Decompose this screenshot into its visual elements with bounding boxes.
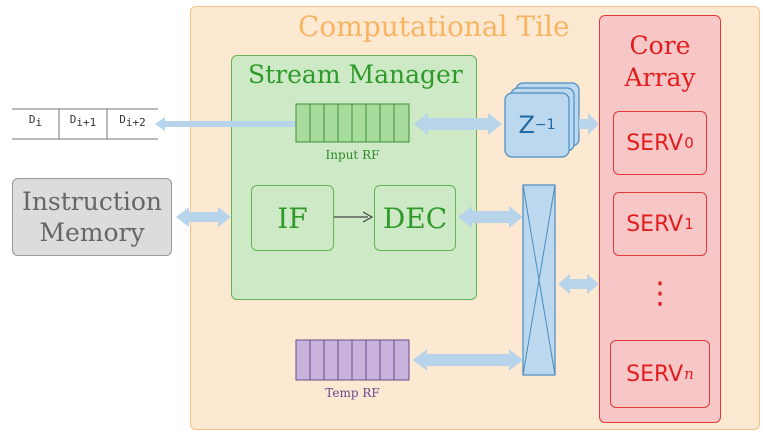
- delay-block-base: Z: [518, 111, 535, 139]
- data-stream-cell-2-sub: i+2: [125, 116, 146, 130]
- stream-manager: [231, 55, 477, 300]
- serv-core-0-index: 0: [684, 134, 694, 152]
- dec-block: DEC: [374, 185, 456, 251]
- if-block: IF: [251, 185, 334, 251]
- if-to-dec-arrowhead: [362, 211, 374, 223]
- temp-rf-label: Temp RF: [325, 386, 380, 400]
- input-rf-delay-arrow: [414, 113, 502, 135]
- data-stream-cell-1: Di+1: [59, 113, 107, 129]
- temp-rf-crossbar-arrow: [413, 349, 523, 371]
- delay-block-stack: [504, 82, 580, 158]
- serv-core-n-index: n: [684, 365, 694, 383]
- data-stream-cell-1-sub: i+1: [76, 116, 97, 130]
- delay-block-exponent: −1: [534, 117, 556, 133]
- data-stream-cell-0-sub: i: [35, 116, 43, 130]
- data-stream-arrow: [155, 117, 296, 131]
- serv-core-n-name: SERV: [626, 361, 684, 387]
- instruction-memory: Instruction Memory: [12, 178, 172, 256]
- crossbar: [522, 184, 556, 376]
- data-stream-cell-1-base: D: [69, 113, 77, 126]
- dec-crossbar-arrow: [458, 206, 523, 228]
- serv-core-0-name: SERV: [626, 130, 684, 156]
- core-ellipsis: ⋮: [645, 276, 675, 311]
- input-rf-register: [295, 103, 410, 143]
- data-stream-cell-0: Di: [12, 113, 59, 129]
- serv-core-1-index: 1: [684, 215, 694, 233]
- core-array-title: Core Array: [599, 30, 721, 94]
- data-stream-cell-0-base: D: [28, 113, 36, 126]
- core-array-title-line1: Core: [629, 31, 691, 60]
- instruction-memory-line2: Memory: [39, 218, 145, 247]
- crossbar-core-arrow: [558, 274, 599, 294]
- computational-tile-title: Computational Tile: [298, 10, 570, 43]
- delay-core-arrow: [579, 113, 599, 135]
- data-stream-cell-2: Di+2: [107, 113, 158, 129]
- serv-core-1-name: SERV: [626, 211, 684, 237]
- data-stream-cell-2-base: D: [119, 113, 126, 126]
- imem-stream-manager-arrow: [176, 207, 231, 227]
- instruction-memory-line1: Instruction: [21, 187, 163, 216]
- core-array-title-line2: Array: [624, 63, 696, 92]
- temp-rf-register: [295, 339, 410, 381]
- input-rf-label: Input RF: [325, 148, 380, 162]
- stream-manager-title: Stream Manager: [248, 60, 463, 89]
- delay-block-label: Z−1: [505, 93, 569, 157]
